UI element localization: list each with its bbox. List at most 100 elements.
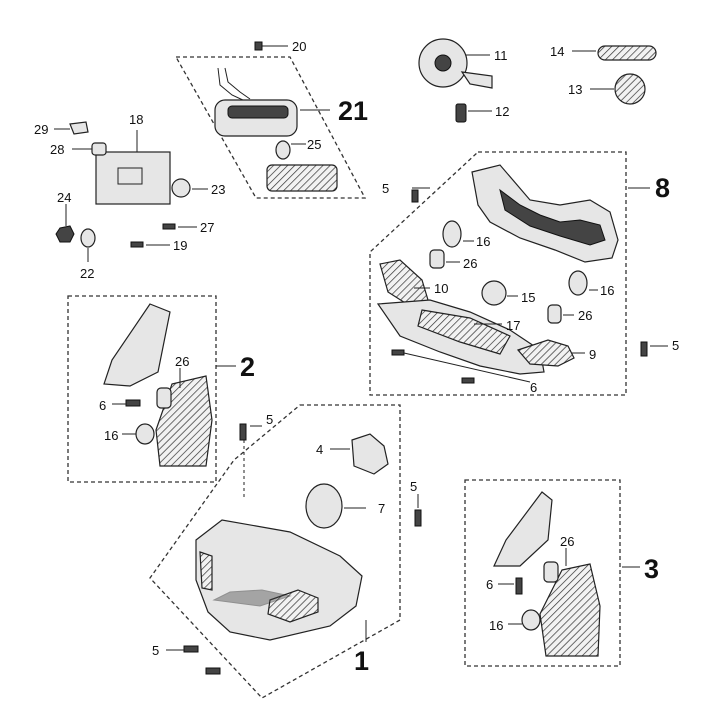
screw-20 bbox=[254, 41, 263, 51]
screw-19 bbox=[130, 241, 144, 248]
bulb-16-c bbox=[135, 423, 155, 445]
bracket-window bbox=[117, 167, 143, 185]
label-16-b: 16 bbox=[600, 283, 614, 298]
label-16-a: 16 bbox=[476, 234, 490, 249]
headlight-bulb-7 bbox=[305, 483, 343, 529]
indicator-lens-3 bbox=[539, 563, 601, 657]
rear-bulb bbox=[275, 140, 291, 160]
front-panel-inner bbox=[499, 188, 606, 246]
label-9: 9 bbox=[589, 347, 596, 362]
bulb-holder-4 bbox=[351, 433, 389, 475]
label-20: 20 bbox=[292, 39, 306, 54]
label-26-d: 26 bbox=[560, 534, 574, 549]
label-7: 7 bbox=[378, 501, 385, 516]
bulb-26-b bbox=[547, 304, 562, 324]
label-14: 14 bbox=[550, 44, 564, 59]
bulb-26-a bbox=[429, 249, 445, 269]
screw-5-mid bbox=[414, 509, 422, 527]
group-21-rear-light: 20 21 25 bbox=[174, 39, 368, 199]
label-5-mid: 5 bbox=[410, 479, 417, 494]
part-14 bbox=[597, 45, 657, 61]
group-2-left-indicator: 26 6 16 2 bbox=[67, 295, 255, 483]
lens-10 bbox=[379, 259, 429, 307]
label-4: 4 bbox=[316, 442, 323, 457]
group-1-headlight: 4 7 5 5 5 1 bbox=[149, 404, 422, 699]
lens-9 bbox=[516, 339, 575, 367]
headlight-reflector bbox=[212, 589, 292, 607]
label-16-d: 16 bbox=[489, 618, 503, 633]
washer-22 bbox=[80, 228, 96, 248]
label-15: 15 bbox=[521, 290, 535, 305]
group-3-boundary bbox=[464, 479, 621, 667]
horn-assembly: 11 12 bbox=[418, 38, 509, 123]
headlight-side-grille bbox=[199, 551, 213, 591]
bulb-26-c bbox=[156, 387, 172, 409]
label-3: 3 bbox=[644, 554, 659, 584]
screw-27 bbox=[162, 223, 176, 230]
screw-5-right bbox=[640, 341, 648, 357]
screw-6-left bbox=[125, 399, 141, 407]
headlight-housing bbox=[195, 519, 363, 641]
label-13: 13 bbox=[568, 82, 582, 97]
screw-5-upper bbox=[239, 423, 247, 441]
label-5-lower: 5 bbox=[152, 643, 159, 658]
rear-light-lens-dark bbox=[227, 105, 289, 119]
bulb-16-a bbox=[442, 220, 462, 248]
horn-center bbox=[434, 54, 452, 72]
bolt-12 bbox=[455, 103, 467, 123]
front-panel-upper bbox=[471, 164, 619, 263]
screw-5-lower bbox=[183, 645, 199, 653]
group-8-boundary bbox=[369, 151, 627, 396]
label-5-top: 5 bbox=[382, 181, 389, 196]
label-22: 22 bbox=[80, 266, 94, 281]
group-21-boundary bbox=[174, 56, 367, 199]
screw-6-panel-a bbox=[391, 349, 405, 356]
label-6-left: 6 bbox=[99, 398, 106, 413]
label-24: 24 bbox=[57, 190, 71, 205]
label-12: 12 bbox=[495, 104, 509, 119]
label-1: 1 bbox=[354, 646, 369, 676]
rear-light-lens bbox=[266, 164, 338, 192]
label-6-panel: 6 bbox=[530, 380, 537, 395]
group-8-front-panel: 5 8 16 26 10 15 16 26 17 9 6 5 bbox=[369, 151, 679, 396]
label-26-c: 26 bbox=[175, 354, 189, 369]
group-3-right-indicator: 26 6 16 3 bbox=[464, 479, 659, 667]
label-23: 23 bbox=[211, 182, 225, 197]
label-5-upper: 5 bbox=[266, 412, 273, 427]
label-16-c: 16 bbox=[104, 428, 118, 443]
front-grille-17 bbox=[417, 309, 511, 355]
license-plate-bracket bbox=[95, 151, 171, 205]
label-6-right: 6 bbox=[486, 577, 493, 592]
bulb-16-b bbox=[568, 270, 588, 296]
screw-5-lower-b bbox=[205, 667, 221, 675]
label-28: 28 bbox=[50, 142, 64, 157]
label-10: 10 bbox=[434, 281, 448, 296]
label-25: 25 bbox=[307, 137, 321, 152]
headlight-grille bbox=[267, 589, 319, 623]
label-26-a: 26 bbox=[463, 256, 477, 271]
label-18: 18 bbox=[129, 112, 143, 127]
bulb-26-d bbox=[543, 561, 559, 583]
horn-bracket bbox=[460, 71, 493, 89]
group-1-boundary bbox=[149, 404, 401, 699]
group-2-boundary bbox=[67, 295, 217, 483]
part-13 bbox=[614, 73, 646, 105]
bulb-15 bbox=[481, 280, 507, 306]
label-19: 19 bbox=[173, 238, 187, 253]
screw-6-right bbox=[515, 577, 523, 595]
nut-24 bbox=[55, 225, 75, 243]
indicator-housing-2 bbox=[103, 303, 171, 387]
wire-harness-2 bbox=[224, 67, 251, 100]
label-11: 11 bbox=[494, 48, 508, 63]
screw-5-top bbox=[411, 189, 419, 203]
wire-harness bbox=[217, 67, 246, 102]
label-17: 17 bbox=[506, 318, 520, 333]
label-2: 2 bbox=[240, 352, 255, 382]
indicator-housing-3 bbox=[493, 491, 553, 567]
parts-13-14: 14 13 bbox=[550, 44, 657, 105]
label-29: 29 bbox=[34, 122, 48, 137]
label-26-b: 26 bbox=[578, 308, 592, 323]
grommet-23 bbox=[171, 178, 191, 198]
